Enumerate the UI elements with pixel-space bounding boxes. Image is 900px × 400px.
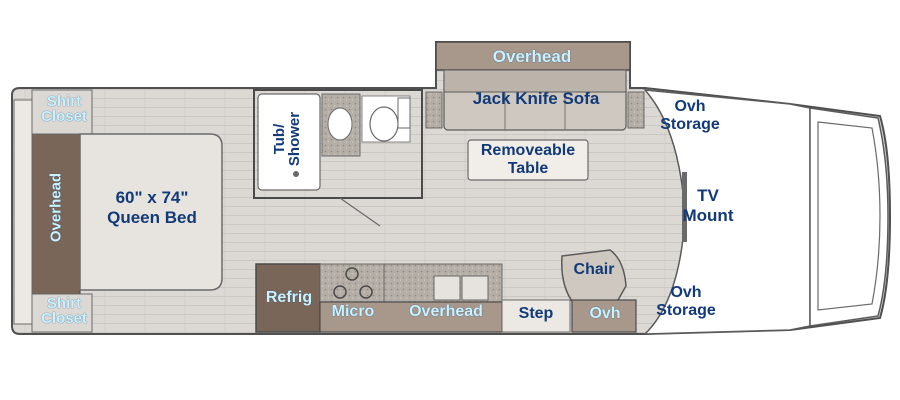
label-shirt-closet-bottom: Shirt Closet: [41, 295, 87, 327]
label-removeable-table: Removeable Table: [480, 142, 576, 177]
shirt-closet-bottom: [31, 293, 93, 333]
toilet-tank: [397, 97, 411, 129]
label-ovh-storage-bottom: Ovh Storage: [656, 284, 716, 320]
removeable-table: [467, 139, 589, 181]
tub-drain: [293, 171, 299, 177]
cooktop: [319, 263, 385, 303]
chair-area: [561, 249, 637, 333]
tub-shower: [257, 93, 321, 191]
queen-bed: [79, 133, 223, 291]
entry-step: [501, 299, 571, 333]
overhead-cabinet-sofa: [435, 41, 631, 71]
sofa-end-table-left: [425, 91, 443, 129]
sink-left: [433, 275, 461, 301]
label-step: Step: [518, 305, 554, 322]
cab-area: [643, 89, 889, 335]
bath-door-swing: [339, 197, 381, 227]
shirt-closet-top: [31, 89, 93, 135]
label-tub-shower: Tub/ Shower: [271, 111, 303, 167]
toilet: [369, 106, 399, 142]
label-jack-knife-sofa: Jack Knife Sofa: [472, 89, 600, 108]
label-chair: Chair: [573, 261, 615, 278]
kitchen-galley: [255, 263, 571, 333]
label-overhead-kitchen: Overhead: [409, 303, 483, 320]
label-ovh: Ovh: [589, 305, 621, 322]
sofa-end-table-right: [627, 91, 645, 129]
label-overhead-sofa: Overhead: [492, 47, 572, 66]
tv-mount-bracket: [682, 172, 687, 242]
ovh-cabinet-front: [571, 299, 637, 333]
label-queen-bed: 60" x 74" Queen Bed: [107, 188, 197, 227]
label-shirt-closet-top: Shirt Closet: [41, 93, 87, 125]
bathroom: [253, 89, 423, 227]
label-tv-mount: TV Mount: [682, 186, 734, 225]
label-overhead-bed: Overhead: [47, 172, 65, 243]
refrigerator: [255, 263, 321, 333]
label-refrig: Refrig: [265, 289, 313, 306]
label-ovh-storage-top: Ovh Storage: [660, 98, 720, 134]
chair: [561, 249, 627, 305]
label-micro: Micro: [331, 303, 375, 320]
sink-right: [461, 275, 489, 301]
sofa-slideout: [425, 41, 645, 131]
bath-sink: [327, 107, 353, 141]
